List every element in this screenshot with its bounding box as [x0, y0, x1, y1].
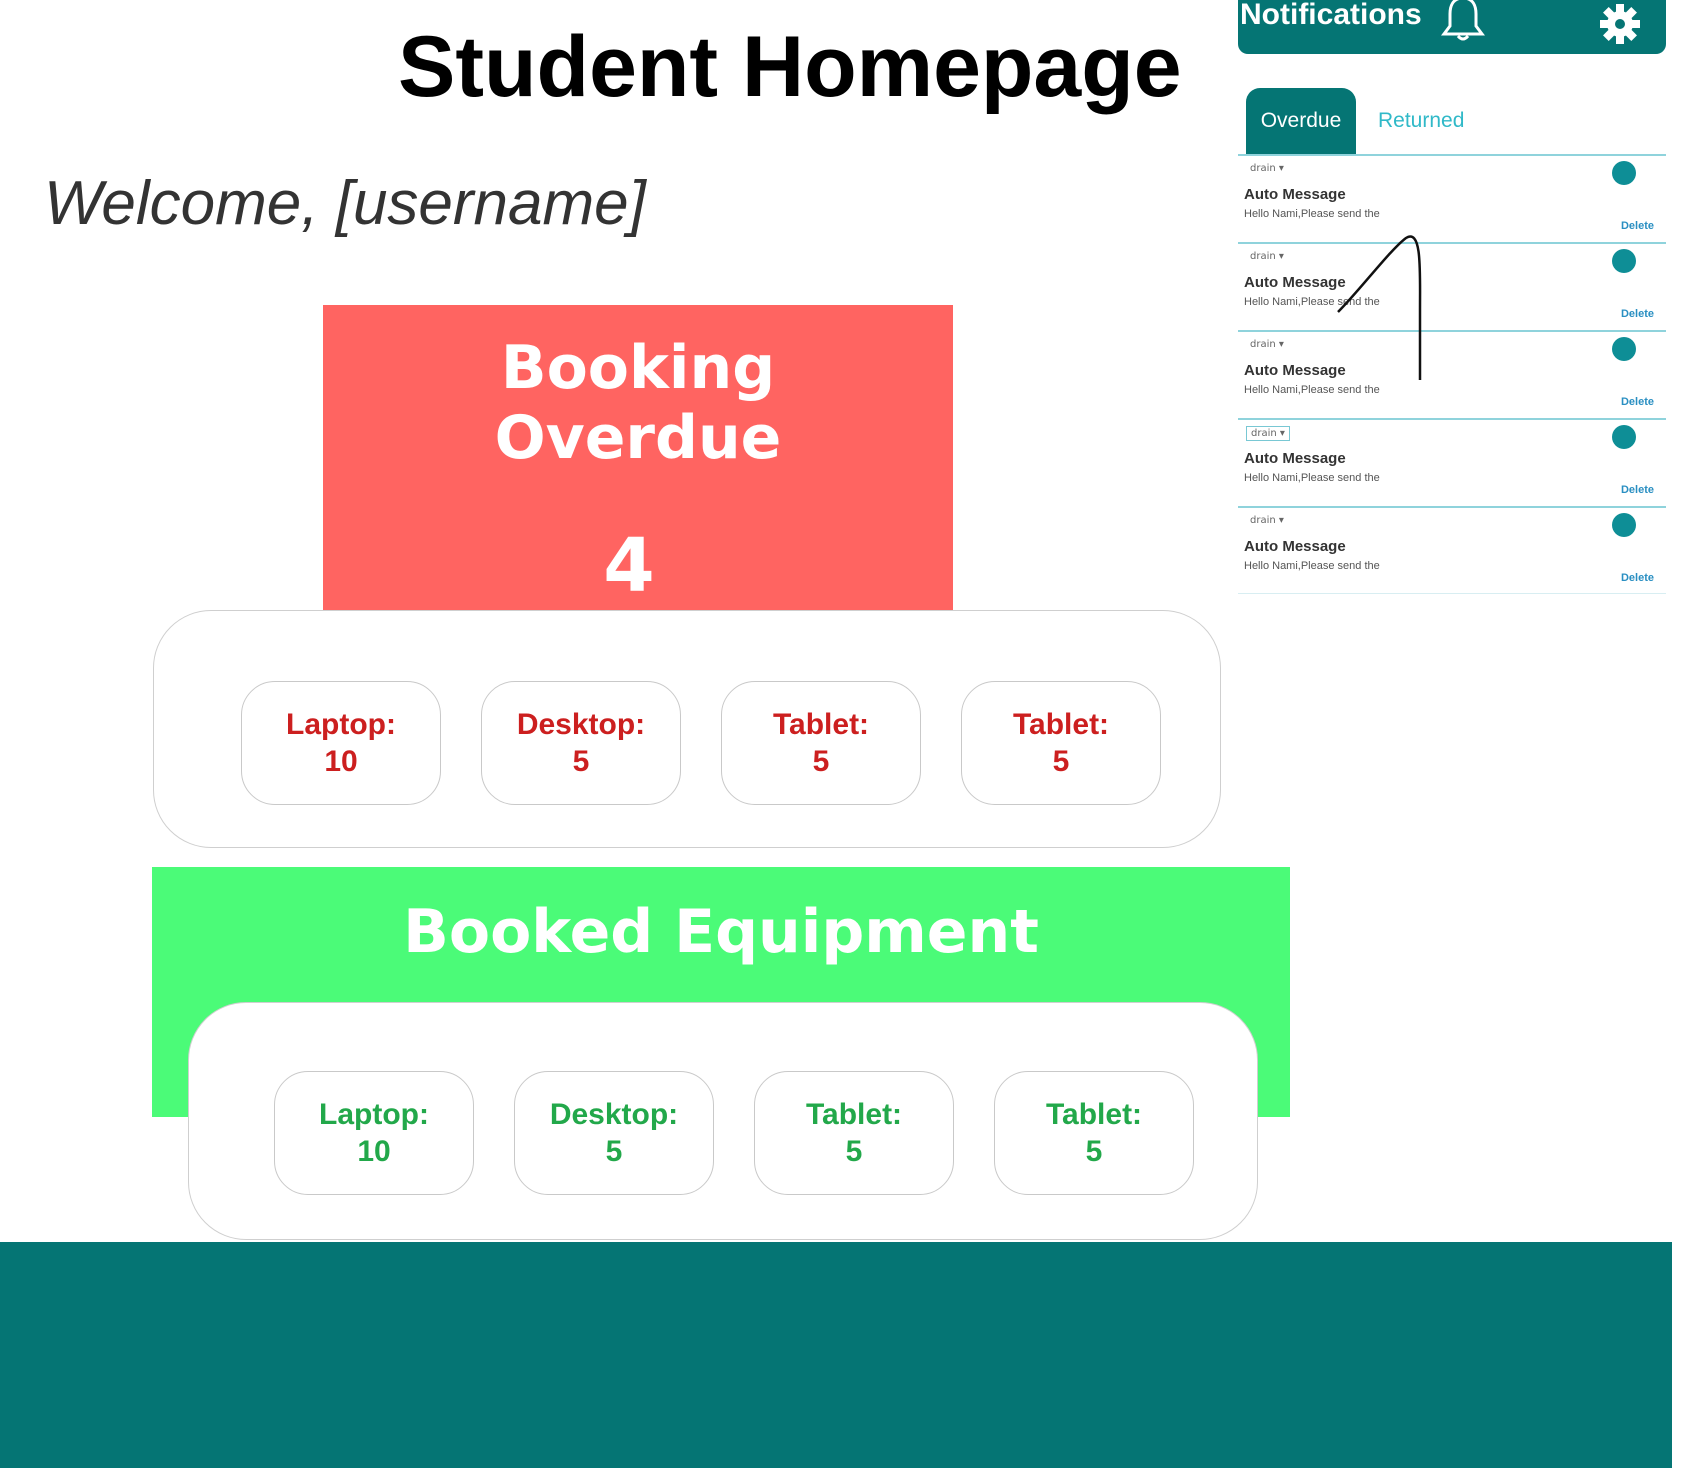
notification-toggle[interactable] — [1612, 249, 1636, 273]
booked-equipment-title: Booked Equipment — [403, 897, 1039, 967]
notification-toggle[interactable] — [1612, 425, 1636, 449]
notification-toggle[interactable] — [1612, 513, 1636, 537]
notifications-list: drain ▾ Auto Message Hello Nami,Please s… — [1238, 154, 1666, 594]
overdue-card-label: Tablet: — [772, 708, 870, 741]
pen-annotation — [1337, 235, 1422, 380]
recipient-select[interactable]: drain ▾ — [1246, 426, 1290, 441]
recipient-select[interactable]: drain ▾ — [1250, 515, 1284, 526]
page-title: Student Homepage — [398, 19, 1182, 115]
recipient-select[interactable]: drain ▾ — [1250, 163, 1284, 174]
notifications-panel: Overdue Returned drain ▾ Auto Message He… — [1238, 80, 1666, 600]
overdue-card-value: 5 — [812, 745, 830, 778]
booking-overdue-banner: Booking Overdue 4 — [323, 305, 953, 610]
tab-returned[interactable]: Returned — [1378, 109, 1465, 132]
notification-item: drain ▾ Auto Message Hello Nami,Please s… — [1238, 242, 1666, 330]
overdue-card-value: 10 — [324, 745, 358, 778]
notifications-header: Notifications — [1238, 0, 1666, 54]
booked-card-value: 5 — [605, 1135, 623, 1168]
notification-title: Auto Message — [1244, 274, 1346, 291]
notification-title: Auto Message — [1244, 538, 1346, 555]
booked-card-label: Desktop: — [549, 1098, 679, 1131]
notification-item: drain ▾ Auto Message Hello Nami,Please s… — [1238, 418, 1666, 506]
recipient-select[interactable]: drain ▾ — [1250, 251, 1284, 262]
notification-title: Auto Message — [1244, 362, 1346, 379]
overdue-card-tablet-2[interactable]: Tablet: 5 — [961, 681, 1161, 805]
footer-bar — [0, 1242, 1672, 1468]
overdue-card-label: Laptop: — [286, 708, 396, 741]
delete-button[interactable]: Delete — [1620, 220, 1654, 232]
overdue-card-label: Tablet: — [1012, 708, 1110, 741]
overdue-card-label: Desktop: — [516, 708, 646, 741]
notification-text: Hello Nami,Please send the — [1244, 384, 1380, 396]
recipient-select[interactable]: drain ▾ — [1250, 339, 1284, 350]
booked-card-label: Tablet: — [805, 1098, 903, 1131]
notification-item: drain ▾ Auto Message Hello Nami,Please s… — [1238, 506, 1666, 594]
booking-overdue-count: 4 — [603, 523, 655, 609]
overdue-card-value: 5 — [1052, 745, 1070, 778]
notification-toggle[interactable] — [1612, 161, 1636, 185]
booked-card-label: Laptop: — [319, 1098, 429, 1131]
gear-icon[interactable] — [1598, 2, 1642, 46]
notification-text: Hello Nami,Please send the — [1244, 472, 1380, 484]
booked-card-tablet[interactable]: Tablet: 5 — [754, 1071, 954, 1195]
notifications-title: Notifications — [1240, 0, 1422, 31]
overdue-card-desktop[interactable]: Desktop: 5 — [481, 681, 681, 805]
booked-card-tablet-2[interactable]: Tablet: 5 — [994, 1071, 1194, 1195]
delete-button[interactable]: Delete — [1620, 484, 1654, 496]
delete-button[interactable]: Delete — [1620, 308, 1654, 320]
overdue-card-tablet[interactable]: Tablet: 5 — [721, 681, 921, 805]
notification-title: Auto Message — [1244, 186, 1346, 203]
delete-button[interactable]: Delete — [1620, 396, 1654, 408]
booked-card-value: 5 — [845, 1135, 863, 1168]
booked-card-desktop[interactable]: Desktop: 5 — [514, 1071, 714, 1195]
notification-title: Auto Message — [1244, 450, 1346, 467]
overdue-card-laptop[interactable]: Laptop: 10 — [241, 681, 441, 805]
booked-card-label: Tablet: — [1045, 1098, 1143, 1131]
notification-text: Hello Nami,Please send the — [1244, 208, 1380, 220]
booked-card-value: 10 — [357, 1135, 391, 1168]
notification-toggle[interactable] — [1612, 337, 1636, 361]
notification-item: drain ▾ Auto Message Hello Nami,Please s… — [1238, 330, 1666, 418]
booked-card-value: 5 — [1085, 1135, 1103, 1168]
notification-text: Hello Nami,Please send the — [1244, 560, 1380, 572]
booked-equipment-panel: Laptop: 10 Desktop: 5 Tablet: 5 Tablet: … — [188, 1002, 1258, 1240]
overdue-equipment-panel: Laptop: 10 Desktop: 5 Tablet: 5 Tablet: … — [153, 610, 1221, 848]
booked-card-laptop[interactable]: Laptop: 10 — [274, 1071, 474, 1195]
bell-icon[interactable] — [1440, 0, 1486, 42]
tab-overdue[interactable]: Overdue — [1246, 88, 1356, 154]
overdue-card-value: 5 — [572, 745, 590, 778]
welcome-message: Welcome, [username] — [44, 169, 646, 238]
booking-overdue-title: Booking Overdue — [494, 333, 782, 473]
delete-button[interactable]: Delete — [1620, 572, 1654, 584]
notification-item: drain ▾ Auto Message Hello Nami,Please s… — [1238, 154, 1666, 242]
